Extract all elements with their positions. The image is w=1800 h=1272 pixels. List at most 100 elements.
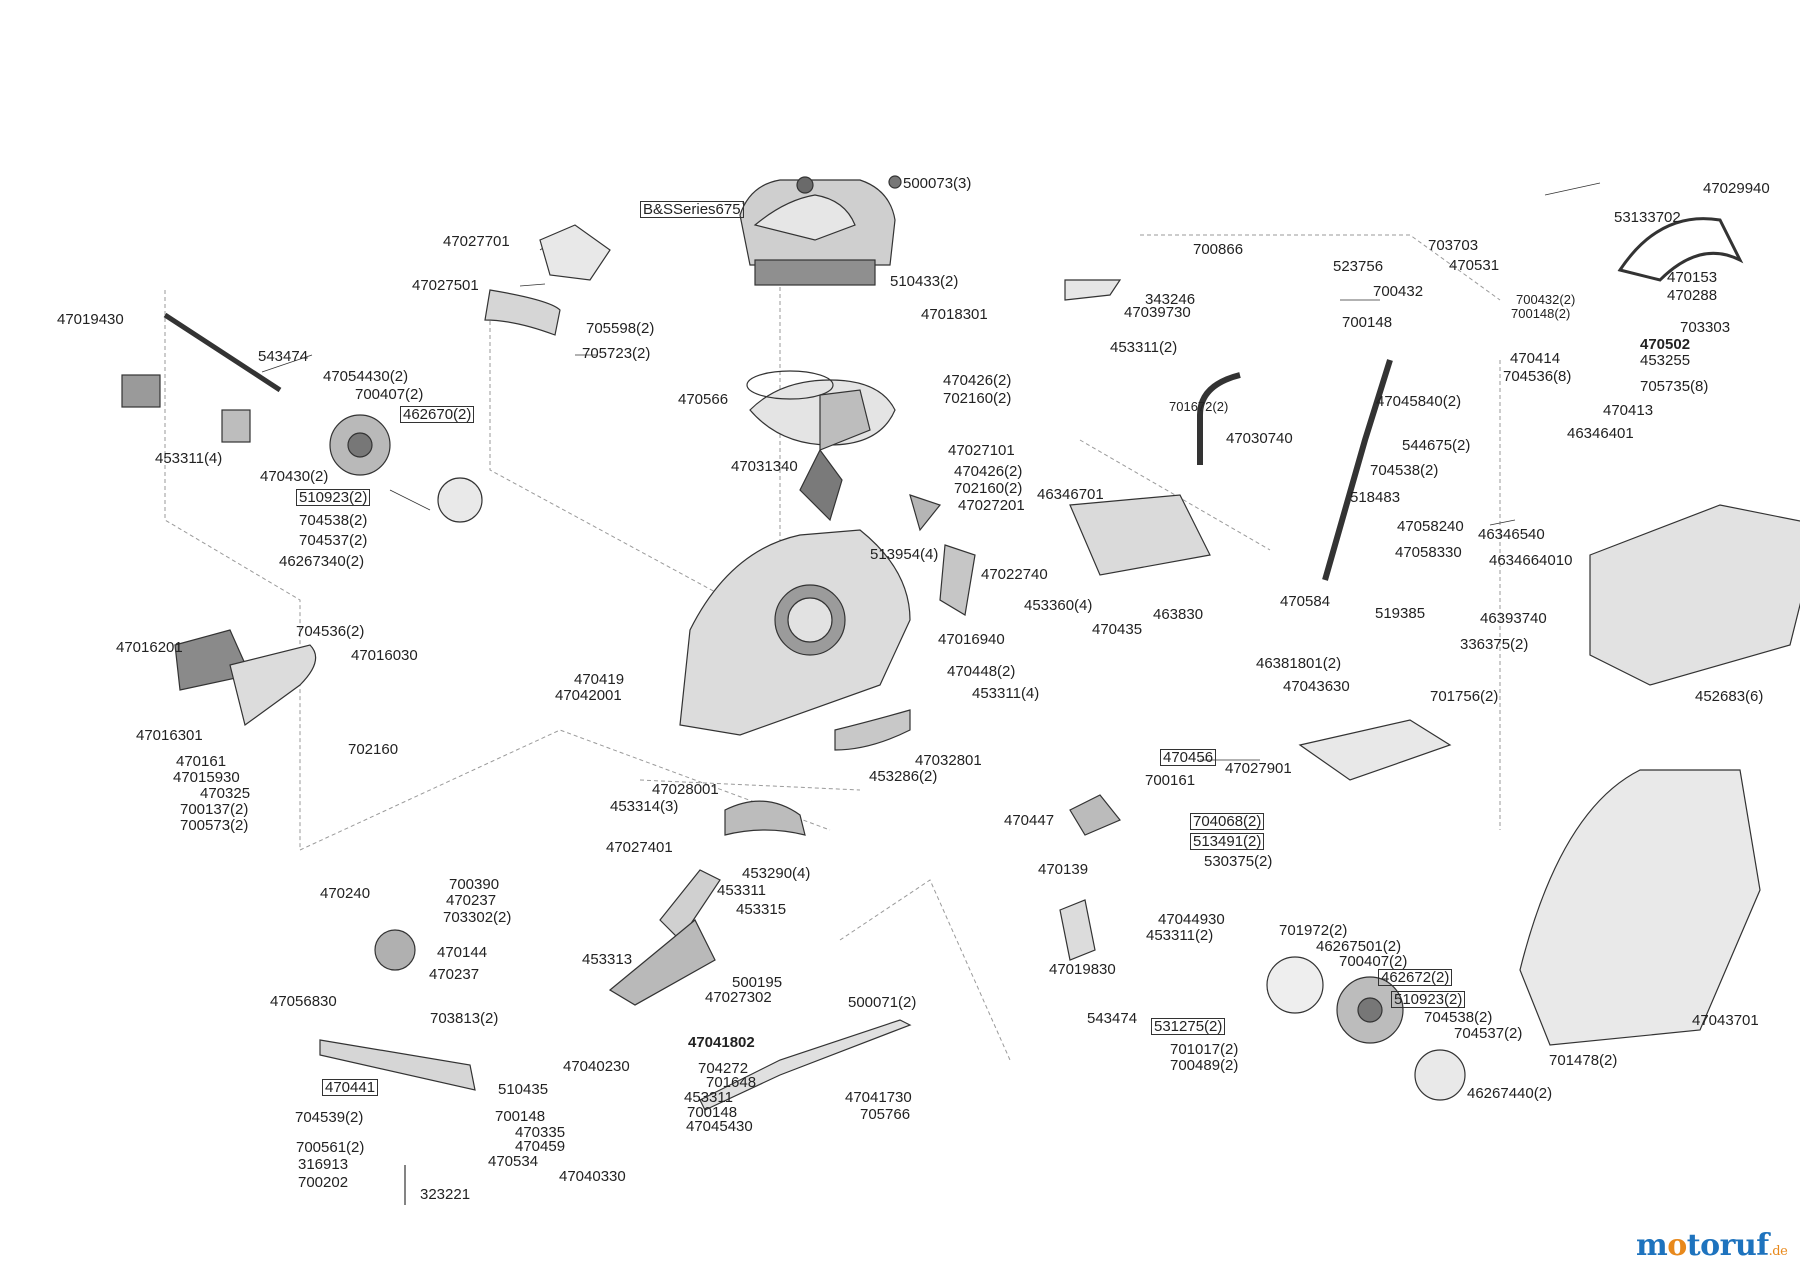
part-label-453311-d: 453311: [684, 1089, 733, 1106]
part-label-470419: 470419: [574, 671, 625, 688]
logo-text-m: m: [1636, 1228, 1668, 1263]
part-label-47016301: 47016301: [136, 727, 203, 744]
part-label-47027501: 47027501: [412, 277, 479, 294]
part-label-47045840: 47045840(2): [1376, 393, 1462, 410]
part-label-470430: 470430(2): [260, 468, 329, 485]
part-label-701017: 701017(2): [1170, 1041, 1239, 1058]
part-label-47042001: 47042001: [555, 687, 622, 704]
part-label-470237: 470237: [446, 892, 497, 909]
part-label-453360: 453360(4): [1024, 597, 1093, 614]
part-label-470531: 470531: [1449, 257, 1500, 274]
part-label-47027201: 47027201: [958, 497, 1025, 514]
part-label-47027901: 47027901: [1225, 760, 1292, 777]
part-label-47027101: 47027101: [948, 442, 1015, 459]
part-label-700432-b: 700432(2): [1516, 292, 1576, 307]
part-label-453311-b: 453311(4): [972, 685, 1040, 702]
part-label-523756: 523756: [1333, 258, 1384, 275]
part-label-702160-c: 702160: [348, 741, 399, 758]
part-label-510923: 510923(2): [296, 489, 371, 506]
part-label-453311-e: 453311(2): [1110, 339, 1178, 356]
part-label-702160-b: 702160(2): [954, 480, 1023, 497]
part-label-47019830: 47019830: [1049, 961, 1116, 978]
part-label-700573: 700573(2): [180, 817, 249, 834]
part-label-704538-c: 704538(2): [1424, 1009, 1493, 1026]
logo-text-o: o: [1667, 1228, 1687, 1263]
part-label-470414: 470414: [1510, 350, 1561, 367]
part-label-47022740: 47022740: [981, 566, 1048, 583]
part-label-704068: 704068(2): [1190, 813, 1265, 830]
part-label-47056830: 47056830: [270, 993, 337, 1010]
part-label-700407-b: 700407(2): [1339, 953, 1408, 970]
part-label-470534: 470534: [488, 1153, 539, 1170]
part-label-47041730: 47041730: [845, 1089, 912, 1106]
part-label-703303: 703303: [1680, 319, 1731, 336]
part-label-46267501: 46267501(2): [1316, 938, 1402, 955]
part-label-702160: 702160(2): [943, 390, 1012, 407]
part-label-518483: 518483: [1350, 489, 1401, 506]
part-label-704537-b: 704537(2): [1454, 1025, 1523, 1042]
part-label-703813: 703813(2): [430, 1010, 499, 1027]
part-label-46346401: 46346401: [1567, 425, 1634, 442]
part-label-700161: 700161: [1145, 772, 1196, 789]
part-label-531275: 531275(2): [1151, 1018, 1226, 1035]
part-label-47019430: 47019430: [57, 311, 124, 328]
part-label-704272: 704272: [698, 1060, 749, 1077]
engine-model-label: B&SSeries675: [640, 201, 744, 218]
part-label-700390: 700390: [449, 876, 500, 893]
part-label-470447: 470447: [1004, 812, 1055, 829]
part-label-470144: 470144: [437, 944, 488, 961]
part-label-462670: 462670(2): [400, 406, 475, 423]
part-label-47030740: 47030740: [1226, 430, 1293, 447]
part-label-46346540: 46346540: [1478, 526, 1545, 543]
part-label-46267440: 46267440(2): [1467, 1085, 1553, 1102]
part-label-513491: 513491(2): [1190, 833, 1265, 850]
part-label-700148-b: 700148: [687, 1104, 738, 1121]
part-label-47027401: 47027401: [606, 839, 673, 856]
motoruf-logo[interactable]: motoruf.de: [1636, 1228, 1788, 1263]
part-label-700407: 700407(2): [355, 386, 424, 403]
part-label-700489: 700489(2): [1170, 1057, 1239, 1074]
part-label-700148-c: 700148: [1342, 314, 1393, 331]
part-label-470441: 470441: [322, 1079, 379, 1096]
part-label-46346701: 46346701: [1037, 486, 1104, 503]
part-label-700148-d: 700148(2): [1511, 306, 1571, 321]
part-label-47016201: 47016201: [116, 639, 183, 656]
part-label-470237-b: 470237: [429, 966, 480, 983]
part-label-453255: 453255: [1640, 352, 1691, 369]
part-label-700137: 700137(2): [180, 801, 249, 818]
part-label-47040230: 47040230: [563, 1058, 630, 1075]
part-label-47043630: 47043630: [1283, 678, 1350, 695]
part-label-530375: 530375(2): [1204, 853, 1273, 870]
part-label-4634664010: 4634664010: [1489, 552, 1573, 569]
part-label-510433: 510433(2): [890, 273, 959, 290]
part-label-470448: 470448(2): [947, 663, 1016, 680]
part-label-704537: 704537(2): [299, 532, 368, 549]
part-label-470456: 470456: [1160, 749, 1217, 766]
part-label-701672: 701672(2): [1169, 399, 1229, 414]
part-label-47032801: 47032801: [915, 752, 982, 769]
part-label-47031340: 47031340: [731, 458, 798, 475]
part-label-510435: 510435: [498, 1081, 549, 1098]
part-label-700148: 700148: [495, 1108, 546, 1125]
part-label-470161: 470161: [176, 753, 227, 770]
part-label-543474: 543474: [258, 348, 309, 365]
part-label-47027302: 47027302: [705, 989, 772, 1006]
part-label-316913: 316913: [298, 1156, 349, 1173]
part-label-704536: 704536(2): [296, 623, 365, 640]
part-label-47054430: 47054430(2): [323, 368, 409, 385]
part-label-700866: 700866: [1193, 241, 1244, 258]
part-label-470413: 470413: [1603, 402, 1654, 419]
part-label-47029940: 47029940: [1703, 180, 1770, 197]
part-label-701972: 701972(2): [1279, 922, 1348, 939]
part-label-453290: 453290(4): [742, 865, 811, 882]
part-label-704536-b: 704536(8): [1503, 368, 1572, 385]
part-label-47040330: 47040330: [559, 1168, 626, 1185]
part-label-704538-b: 704538(2): [1370, 462, 1439, 479]
part-label-47039730: 47039730: [1124, 304, 1191, 321]
part-label-463830: 463830: [1153, 606, 1204, 623]
part-label-453314: 453314(3): [610, 798, 679, 815]
part-label-470335: 470335: [515, 1124, 566, 1141]
part-label-544675: 544675(2): [1402, 437, 1471, 454]
